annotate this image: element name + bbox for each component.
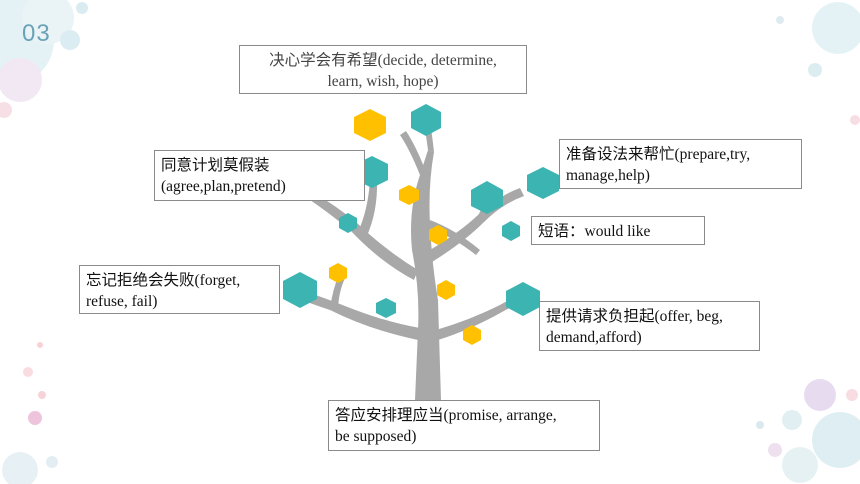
label-line: 准备设法来帮忙(prepare,try, (566, 146, 751, 163)
gold-hexagons (329, 109, 481, 345)
tree-trunk (290, 121, 524, 400)
hexagon (339, 213, 357, 233)
label-line: manage,help) (566, 167, 650, 184)
label-box-would-like: 短语：would like (531, 216, 705, 245)
hexagon (506, 282, 540, 316)
label-line: 提供请求负担起(offer, beg, (546, 308, 723, 325)
hexagon (283, 272, 317, 308)
label-box-prepare: 准备设法来帮忙(prepare,try, manage,help) (559, 139, 802, 189)
hexagon (429, 225, 447, 245)
hexagon (376, 298, 396, 318)
label-box-forget: 忘记拒绝会失败(forget, refuse, fail) (79, 265, 280, 314)
hexagon (399, 185, 419, 205)
label-line: 同意计划莫假装 (161, 157, 270, 174)
hexagon (437, 280, 455, 300)
label-box-promise: 答应安排理应当(promise, arrange, be supposed) (328, 400, 600, 451)
label-line: refuse, fail) (86, 293, 158, 310)
hexagon (502, 221, 520, 241)
label-line: 短语：would like (538, 223, 651, 240)
hexagon (463, 325, 481, 345)
hexagon (471, 181, 503, 214)
hexagon (329, 263, 347, 283)
label-line: (agree,plan,pretend) (161, 178, 286, 195)
label-box-offer: 提供请求负担起(offer, beg, demand,afford) (539, 301, 760, 351)
slide-number: 03 (22, 20, 51, 47)
label-line: 忘记拒绝会失败(forget, (86, 272, 241, 289)
label-line: be supposed) (335, 428, 417, 445)
label-line: learn, wish, hope) (327, 73, 439, 90)
label-line: 决心学会有希望(decide, determine, (269, 52, 497, 69)
hexagon (411, 104, 441, 136)
label-line: demand,afford) (546, 329, 642, 346)
label-line: 答应安排理应当(promise, arrange, (335, 407, 557, 424)
hexagon (527, 167, 559, 199)
label-box-decide: 决心学会有希望(decide, determine, learn, wish, … (239, 45, 527, 94)
label-box-agree: 同意计划莫假装 (agree,plan,pretend) (154, 150, 365, 201)
hexagon (354, 109, 386, 141)
